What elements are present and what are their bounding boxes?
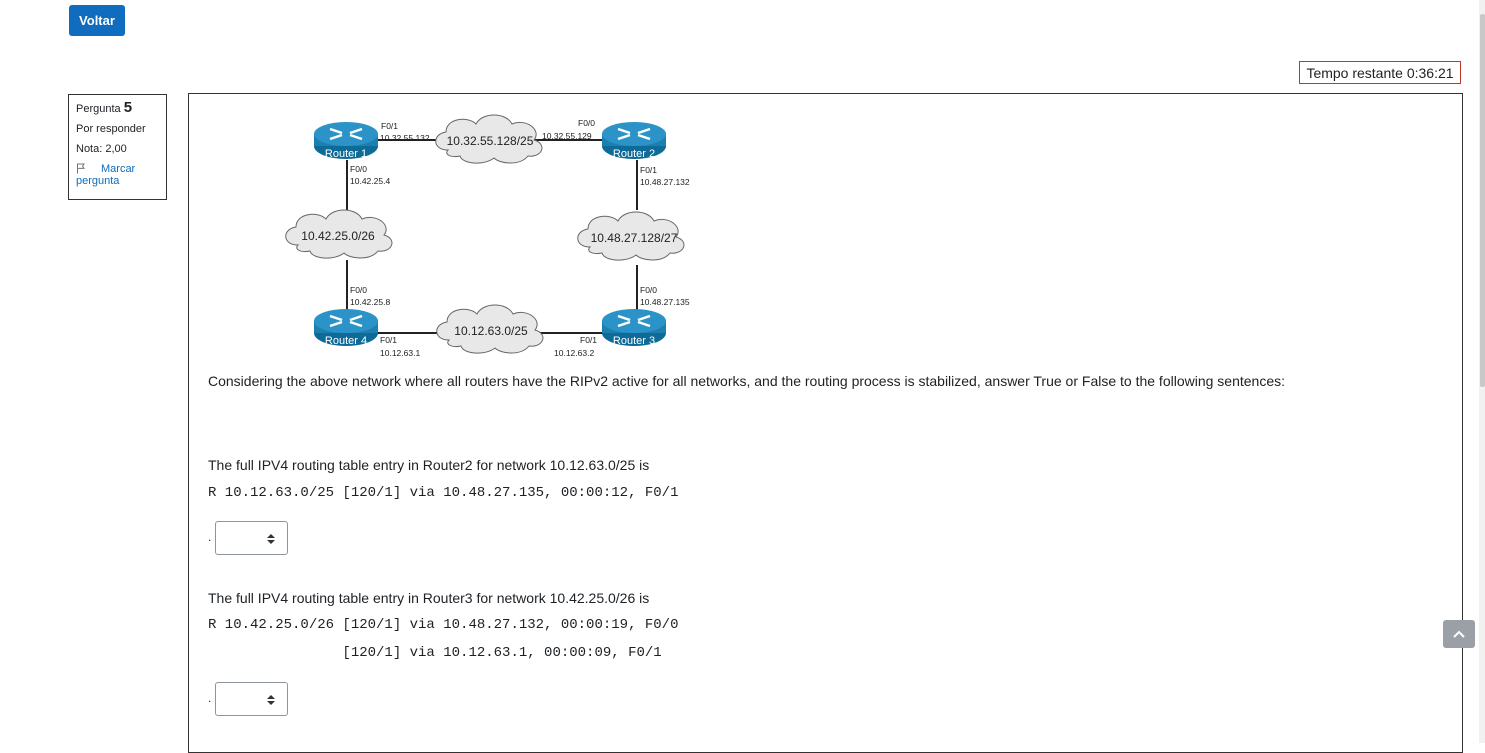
flag-icon: [77, 163, 85, 174]
select-arrows-icon: [267, 695, 275, 705]
network-cloud: 10.32.55.128/25: [435, 114, 543, 164]
question-statement-2: The full IPV4 routing table entry in Rou…: [208, 590, 650, 606]
flag-question-link[interactable]: Marcar pergunta: [76, 163, 136, 187]
iface-label: F0/1: [380, 335, 397, 345]
question-intro: Considering the above network where all …: [208, 373, 1286, 389]
svg-text:10.48.27.128/27: 10.48.27.128/27: [591, 231, 678, 245]
question-info-panel: Pergunta 5 Por responder Nota: 2,00 Marc…: [68, 94, 167, 200]
routing-entry-1: R 10.12.63.0/25 [120/1] via 10.48.27.135…: [208, 485, 679, 501]
iface-label: F0/0: [350, 164, 367, 174]
svg-text:Router 3: Router 3: [613, 335, 655, 347]
iface-label: F0/1: [580, 335, 597, 345]
iface-ip: 10.12.63.1: [380, 348, 420, 358]
answer-marker: .: [208, 691, 212, 705]
time-remaining: Tempo restante 0:36:21: [1299, 61, 1461, 84]
back-button[interactable]: Voltar: [69, 5, 125, 36]
svg-text:10.32.55.128/25: 10.32.55.128/25: [447, 134, 534, 148]
network-diagram: 10.32.55.128/25 10.42.25.0/26 10.48.27.1…: [285, 114, 690, 358]
svg-text:Router 4: Router 4: [325, 335, 367, 347]
network-cloud: 10.48.27.128/27: [577, 211, 685, 261]
answer-marker: .: [208, 530, 212, 544]
select-arrows-icon: [267, 534, 275, 544]
svg-text:Router 2: Router 2: [613, 148, 655, 160]
iface-label: F0/1: [640, 165, 657, 175]
svg-text:Router 1: Router 1: [325, 148, 367, 160]
true-false-select-1[interactable]: [215, 521, 288, 555]
iface-label: F0/0: [578, 118, 595, 128]
iface-label: F0/0: [350, 285, 367, 295]
router-2: Router 2: [602, 122, 666, 160]
routing-entry-2: R 10.42.25.0/26 [120/1] via 10.48.27.132…: [208, 617, 679, 633]
svg-text:10.42.25.0/26: 10.42.25.0/26: [301, 229, 375, 243]
network-cloud: 10.12.63.0/25: [436, 304, 544, 354]
back-to-top-button[interactable]: [1443, 620, 1475, 648]
router-1: Router 1: [314, 122, 378, 160]
iface-ip: 10.42.25.4: [350, 176, 390, 186]
iface-ip: 10.48.27.132: [640, 177, 690, 187]
iface-label: F0/0: [640, 285, 657, 295]
iface-ip: 10.12.63.2: [554, 348, 594, 358]
question-number: Pergunta 5: [76, 99, 133, 116]
iface-label: F0/1: [381, 121, 398, 131]
question-grade: Nota: 2,00: [76, 143, 127, 155]
iface-ip: 10.48.27.135: [640, 297, 690, 307]
network-cloud: 10.42.25.0/26: [285, 209, 393, 259]
iface-ip: 10.32.55.129: [542, 131, 592, 141]
scrollbar-thumb[interactable]: [1480, 14, 1485, 387]
routing-entry-2-cont: [120/1] via 10.12.63.1, 00:00:09, F0/1: [208, 645, 662, 661]
true-false-select-2[interactable]: [215, 682, 288, 716]
question-statement-1: The full IPV4 routing table entry in Rou…: [208, 457, 650, 473]
router-4: Router 4: [314, 309, 378, 347]
svg-text:10.12.63.0/25: 10.12.63.0/25: [454, 324, 528, 338]
chevron-up-icon: [1453, 630, 1465, 638]
router-3: Router 3: [602, 309, 666, 347]
iface-ip: 10.42.25.8: [350, 297, 390, 307]
iface-ip: 10.32.55.132: [380, 133, 430, 143]
question-status: Por responder: [76, 123, 146, 135]
